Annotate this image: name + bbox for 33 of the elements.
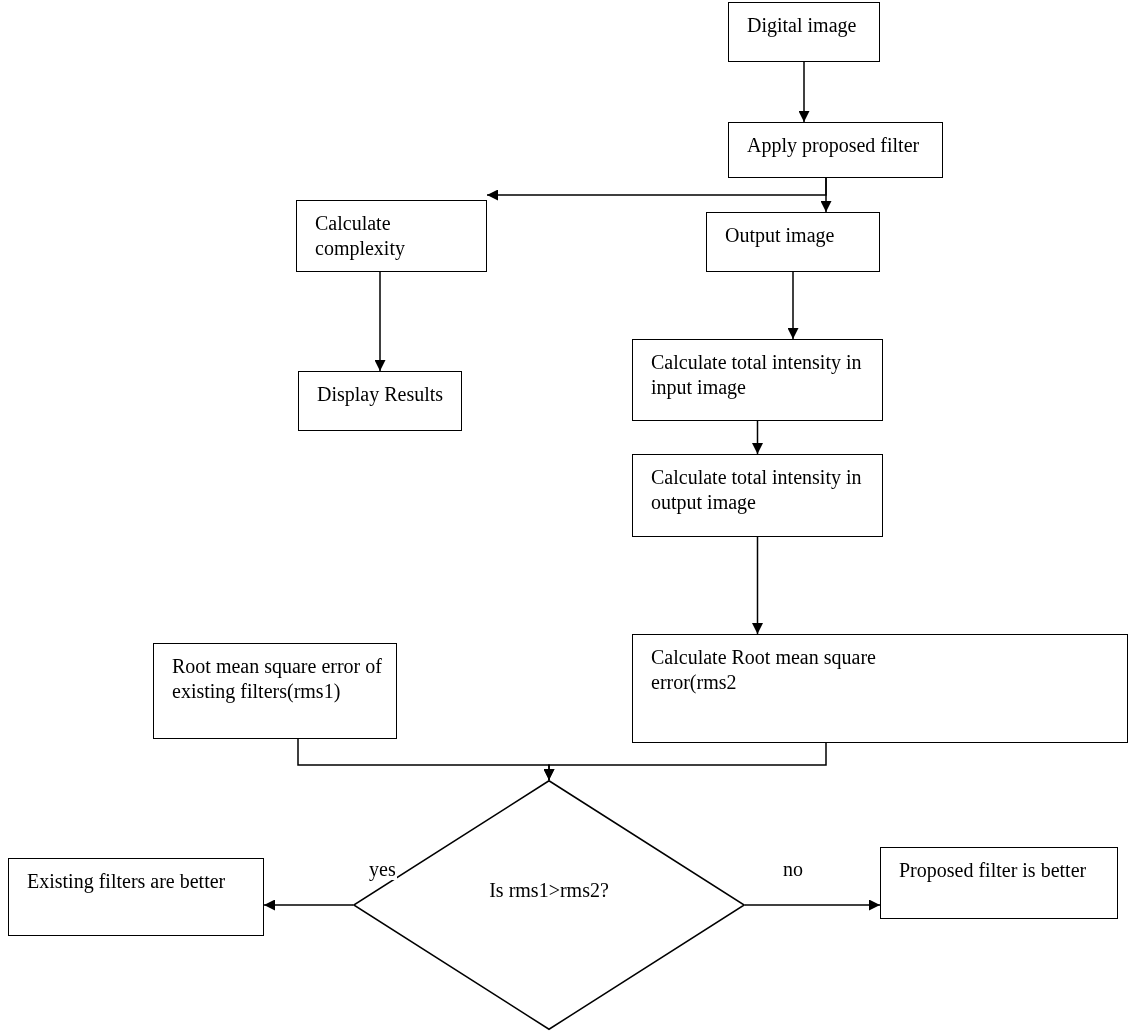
process-box [728,122,943,178]
box-label: Calculate Root mean square error(rms2 [651,645,877,695]
arrow [798,61,810,123]
arrow [744,899,881,911]
box-label: Apply proposed filter [747,133,921,158]
arrow [787,271,799,340]
process-box [632,454,883,537]
arrow [263,899,354,911]
decision-diamond [353,780,745,1030]
process-box [8,858,264,936]
box-label: Calculate total intensity in input image [651,350,863,400]
process-box [706,212,880,272]
box-label: Output image [725,223,836,248]
box-label: Display Results [317,382,445,407]
process-box [632,634,1128,743]
arrow [752,420,763,455]
box-label: Proposed filter is better [899,858,1088,883]
process-box [880,847,1118,919]
process-box [296,200,487,272]
arrow [543,742,827,781]
process-box [728,2,880,62]
box-label: Root mean square error of existing filters(rms1) [172,654,383,704]
box-label: Existing filters are better [27,869,227,894]
arrow [374,271,386,372]
arrow [752,536,763,635]
arrow [486,177,827,201]
process-box [632,339,883,421]
box-label: Calculate total intensity in output image [651,465,863,515]
process-box [153,643,397,739]
process-box [298,371,462,431]
box-label: Digital image [747,13,858,38]
box-label: Calculate complexity [315,211,406,261]
box-label: Is rms1>rms2? [488,877,610,903]
